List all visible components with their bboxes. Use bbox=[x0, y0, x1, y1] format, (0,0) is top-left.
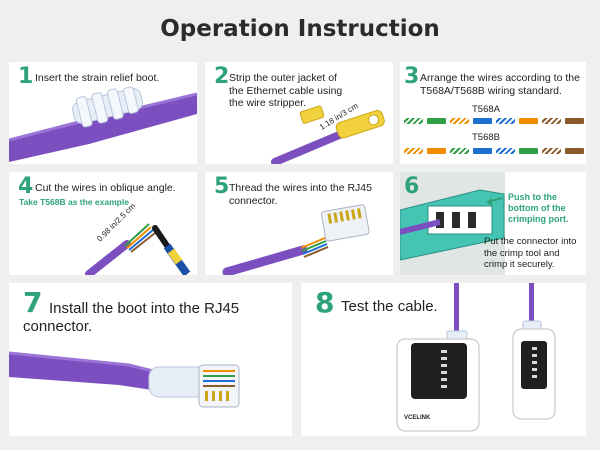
tester-brand-label: VCELINK bbox=[404, 415, 431, 421]
t568b-label: T568B bbox=[472, 132, 500, 143]
step-7-text: Install the boot into the RJ45 connector… bbox=[23, 300, 240, 335]
step-2-number: 2 bbox=[214, 64, 230, 89]
step-2-text: Strip the outer jacket of the Ethernet c… bbox=[229, 72, 343, 109]
wire-swatch bbox=[542, 118, 561, 124]
wire-swatch bbox=[565, 148, 584, 154]
wire-swatch bbox=[404, 118, 423, 124]
step-1-illustration bbox=[9, 86, 197, 162]
step-3-text: Arrange the wires according to the T568A… bbox=[420, 72, 580, 97]
wire-swatch bbox=[450, 148, 469, 154]
wire-swatch bbox=[519, 148, 538, 154]
wire-swatch bbox=[496, 148, 515, 154]
step-5-number: 5 bbox=[214, 174, 230, 199]
step-6-callout: Push to the bottom of the crimping port. bbox=[508, 192, 569, 224]
step-5-text: Thread the wires into the RJ45 connector… bbox=[229, 182, 372, 207]
step-2-illustration bbox=[271, 105, 385, 164]
step-4-text: Cut the wires in oblique angle. bbox=[35, 182, 176, 194]
step-6-text: Put the connector into the crimp tool an… bbox=[484, 236, 577, 270]
wire-swatch bbox=[519, 118, 538, 124]
step-4-illustration bbox=[85, 223, 191, 275]
wire-swatch bbox=[473, 148, 492, 154]
step-1-number: 1 bbox=[18, 64, 34, 89]
wire-swatch bbox=[427, 118, 446, 124]
step-6-number: 6 bbox=[404, 174, 420, 199]
step-8-illustration bbox=[396, 283, 556, 432]
step-5-card: 5 Thread the wires into the RJ45 connect… bbox=[205, 172, 393, 275]
step-8-text: Test the cable. bbox=[341, 298, 438, 315]
t568b-wire-order bbox=[404, 148, 584, 154]
step-6-card: 6 Push to the bottom of the crimping por… bbox=[400, 172, 586, 275]
step-7-number: 7 bbox=[23, 286, 43, 319]
page-title: Operation Instruction bbox=[160, 16, 440, 42]
wire-swatch bbox=[565, 118, 584, 124]
step-3-number: 3 bbox=[404, 64, 420, 89]
wire-swatch bbox=[473, 118, 492, 124]
t568a-label: T568A bbox=[472, 104, 500, 115]
t568a-wire-order bbox=[404, 118, 584, 124]
wire-swatch bbox=[427, 148, 446, 154]
step-6-illustration bbox=[400, 172, 505, 275]
step-8-card: 8 Test the cable. VCELINK bbox=[301, 283, 586, 436]
step-7-illustration bbox=[9, 351, 240, 408]
step-1-text: Insert the strain relief boot. bbox=[35, 72, 160, 84]
step-8-number: 8 bbox=[315, 286, 335, 319]
step-3-card: 3 Arrange the wires according to the T56… bbox=[400, 62, 586, 164]
step-5-illustration bbox=[222, 204, 370, 275]
wire-swatch bbox=[404, 148, 423, 154]
wire-swatch bbox=[450, 118, 469, 124]
step-1-card: 1 Insert the strain relief boot. bbox=[9, 62, 197, 164]
step-2-card: 2 Strip the outer jacket of the Ethernet… bbox=[205, 62, 393, 164]
wire-swatch bbox=[496, 118, 515, 124]
step-4-note: Take T568B as the example bbox=[19, 197, 129, 207]
wire-swatch bbox=[542, 148, 561, 154]
step-4-card: 4 Cut the wires in oblique angle. Take T… bbox=[9, 172, 197, 275]
step-4-number: 4 bbox=[18, 174, 34, 199]
step-7-card: 7 Install the boot into the RJ45 connect… bbox=[9, 283, 292, 436]
